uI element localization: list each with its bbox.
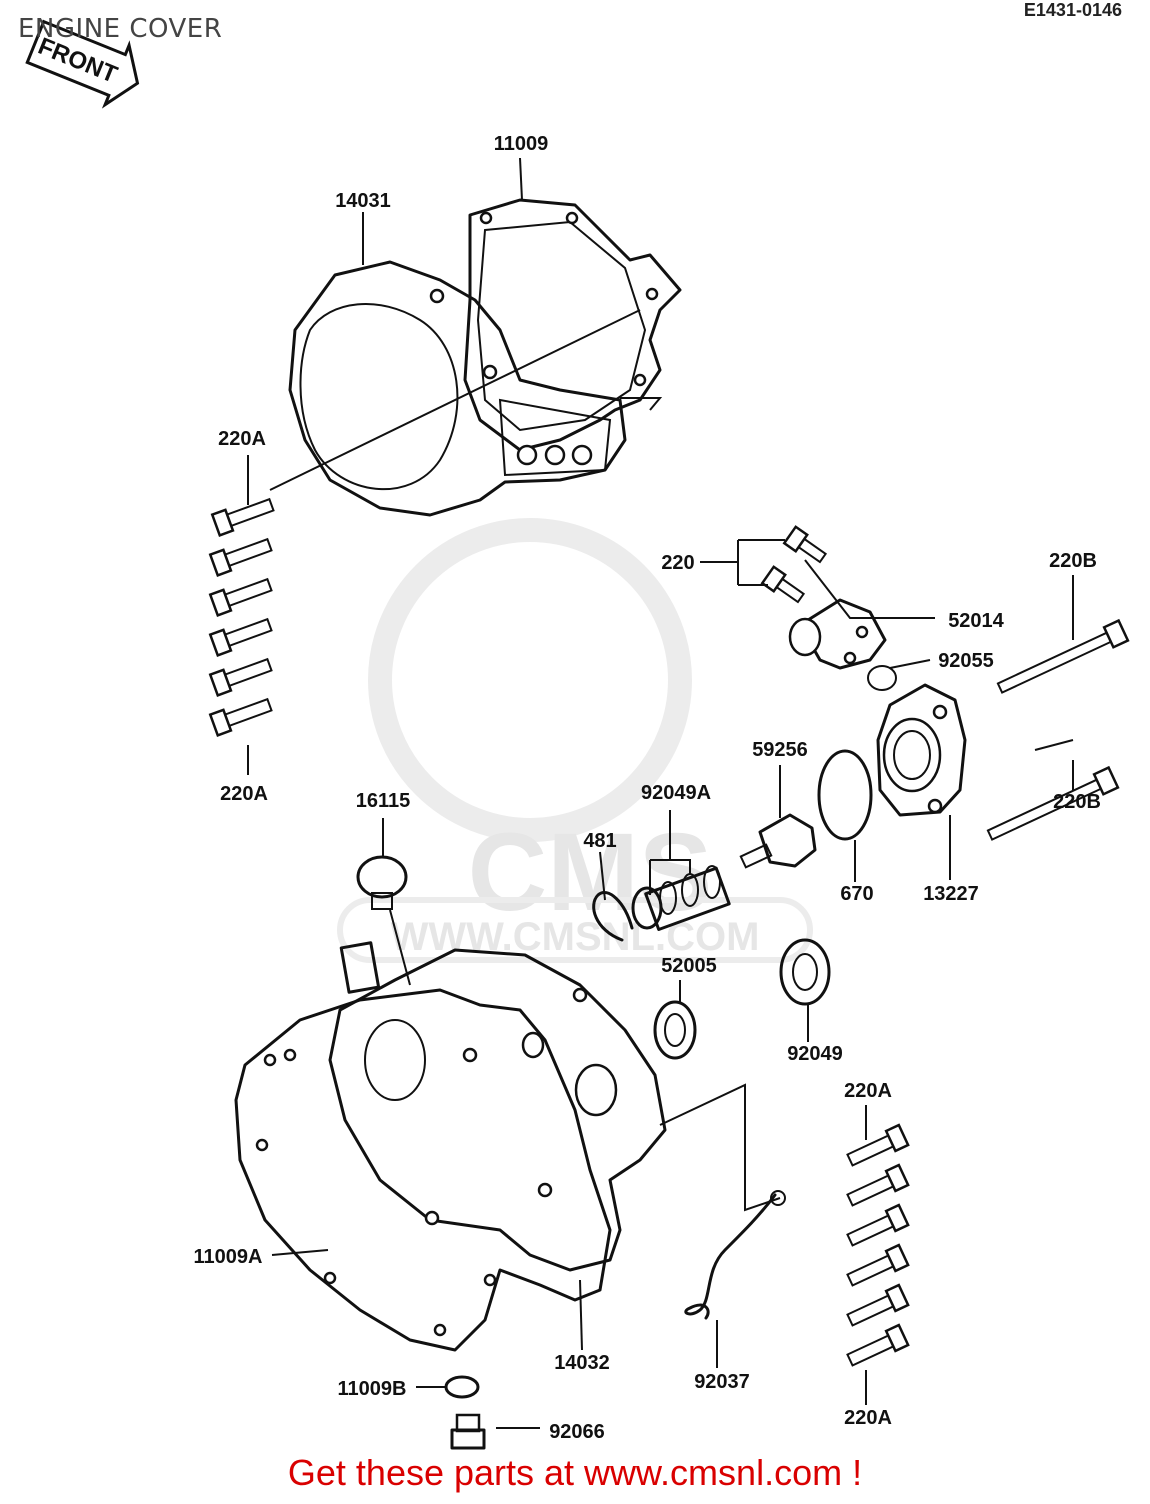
- part-92049A-seals: [631, 865, 731, 932]
- part-11009B-washer: [444, 1375, 480, 1399]
- watermark-url: WWW.CMSNL.COM: [391, 915, 760, 959]
- label-92049A: 92049A: [641, 782, 711, 804]
- part-11009-gasket: [463, 198, 682, 452]
- part-59256-impeller: [739, 813, 817, 869]
- part-92037-clamp: [684, 1190, 786, 1320]
- part-92066-drain-bolt: [450, 1413, 486, 1450]
- part-92049-seal: [779, 938, 831, 1006]
- part-52005-seal: [653, 1000, 697, 1060]
- label-670: 670: [840, 883, 873, 905]
- label-220: 220: [661, 552, 694, 574]
- page-title: ENGINE COVER: [18, 14, 223, 44]
- label-52005: 52005: [661, 955, 717, 977]
- part-481-circlip: [592, 891, 634, 942]
- part-52014-fitting: [788, 598, 887, 670]
- bolts-220B: [986, 618, 1130, 841]
- label-11009A: 11009A: [194, 1246, 263, 1268]
- label-52014: 52014: [948, 610, 1004, 632]
- label-220B-bottom: 220B: [1053, 791, 1101, 813]
- label-92049: 92049: [787, 1043, 843, 1065]
- label-481: 481: [583, 830, 616, 852]
- label-220A-top: 220A: [218, 428, 266, 450]
- footer-cta: Get these parts at www.cmsnl.com !: [287, 1452, 863, 1493]
- diagram-code: E1431-0146: [1023, 0, 1122, 20]
- label-14032: 14032: [554, 1352, 610, 1374]
- label-13227: 13227: [923, 883, 979, 905]
- bolts-220A-right: [846, 1123, 910, 1367]
- label-92055: 92055: [938, 650, 994, 672]
- label-220A-right-top: 220A: [844, 1080, 892, 1102]
- label-220A-mid: 220A: [220, 783, 268, 805]
- watermark: CMS WWW.CMSNL.COM: [337, 518, 813, 963]
- part-13227-housing: [876, 683, 967, 817]
- label-92037: 92037: [694, 1371, 750, 1393]
- bolts-220A-left: [208, 497, 275, 737]
- label-220B-top: 220B: [1049, 550, 1097, 572]
- part-14032-cover: [328, 941, 667, 1272]
- label-11009: 11009: [494, 133, 549, 155]
- label-59256: 59256: [752, 739, 808, 761]
- bolts-220: [760, 525, 828, 604]
- label-16115: 16115: [356, 790, 411, 812]
- label-14031: 14031: [335, 190, 391, 212]
- label-92066: 92066: [549, 1421, 605, 1443]
- label-11009B: 11009B: [338, 1378, 407, 1400]
- leader-lines: [247, 157, 1074, 1429]
- part-670-oring: [817, 749, 873, 841]
- label-220A-right-bottom: 220A: [844, 1407, 892, 1429]
- watermark-url-plate: [337, 897, 813, 963]
- part-labels: 11009 14031 220A 220A 220 52014 92055 22…: [194, 133, 1101, 1443]
- watermark-mascot: [368, 518, 692, 842]
- part-92055-oring: [867, 665, 897, 691]
- part-14031-cover: [288, 260, 663, 517]
